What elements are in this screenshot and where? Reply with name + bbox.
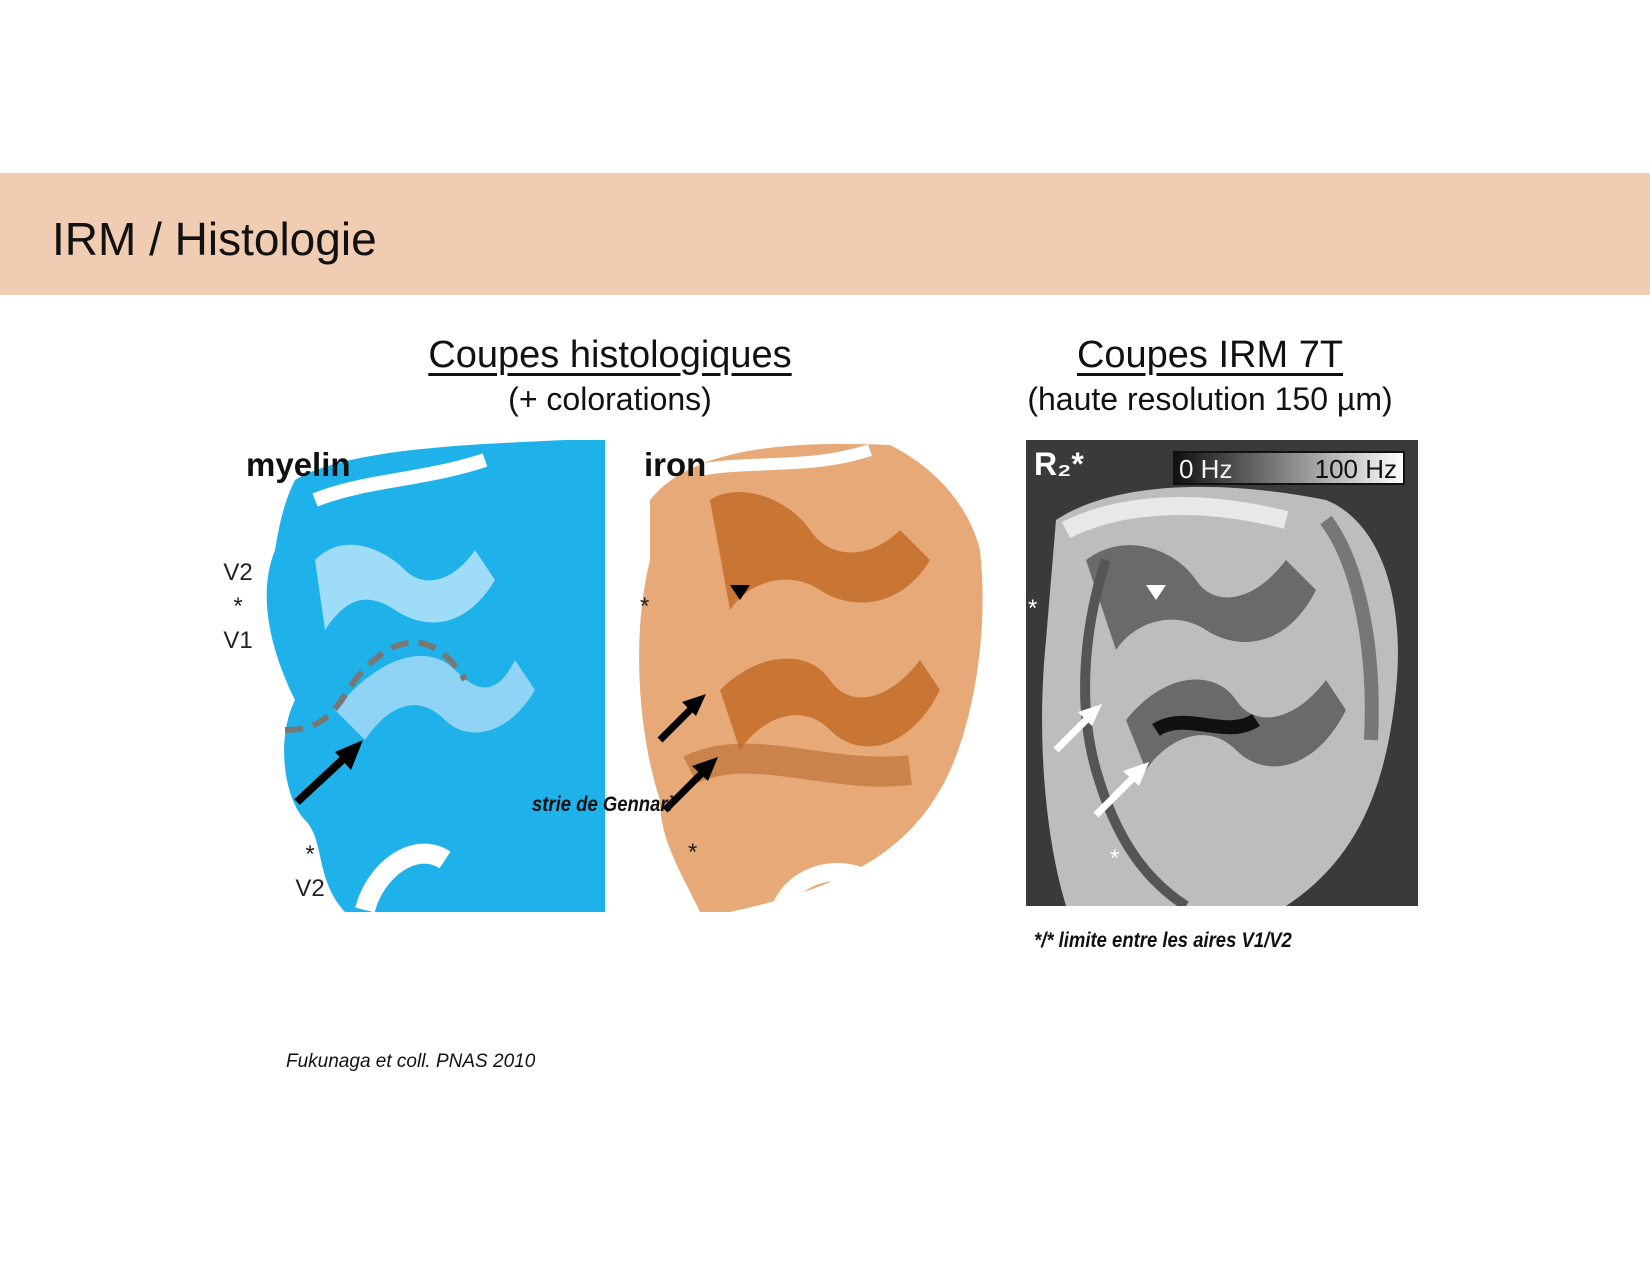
- gennari-stripe-caption: strie de Gennari: [532, 793, 673, 816]
- v1-label: V1: [223, 627, 253, 654]
- myelin-side-labels-bottom: * V2: [290, 838, 330, 906]
- boundary-star: *: [233, 593, 243, 620]
- histology-subtitle: (+ colorations): [508, 381, 712, 417]
- mri-header: Coupes IRM 7T (haute resolution 150 µm): [980, 334, 1440, 418]
- mri-title: Coupes IRM 7T: [1076, 334, 1344, 376]
- reference-citation: Fukunaga et coll. PNAS 2010: [286, 1051, 536, 1072]
- boundary-star: *: [640, 593, 650, 620]
- mri-subtitle: (haute resolution 150 µm): [1027, 381, 1393, 417]
- slide-title: IRM / Histologie: [52, 213, 377, 265]
- myelin-side-labels-top: V2 * V1: [218, 556, 258, 658]
- boundary-star: *: [1110, 845, 1120, 872]
- iron-stain-image: [630, 440, 998, 912]
- scale-low-label: 0 Hz: [1179, 454, 1233, 484]
- mri-r2star-image: [1026, 440, 1418, 906]
- myelin-stain-image: [255, 440, 605, 912]
- scale-high-label: 100 Hz: [1314, 454, 1397, 484]
- v2-top-label: V2: [223, 559, 253, 586]
- iron-label: iron: [644, 446, 707, 483]
- r2star-label: R₂*: [1034, 446, 1084, 482]
- v2-bottom-label: V2: [295, 875, 325, 902]
- title-banner: [0, 173, 1650, 295]
- boundary-star: *: [688, 839, 698, 866]
- boundary-caption: */* limite entre les aires V1/V2: [1034, 929, 1292, 952]
- frequency-scale-bar: 0 Hz 100 Hz: [1173, 451, 1405, 485]
- histology-title: Coupes histologiques: [428, 334, 792, 376]
- histology-header: Coupes histologiques (+ colorations): [370, 334, 850, 418]
- boundary-star: *: [305, 841, 315, 868]
- boundary-star: *: [1028, 595, 1038, 622]
- myelin-label: myelin: [246, 446, 351, 483]
